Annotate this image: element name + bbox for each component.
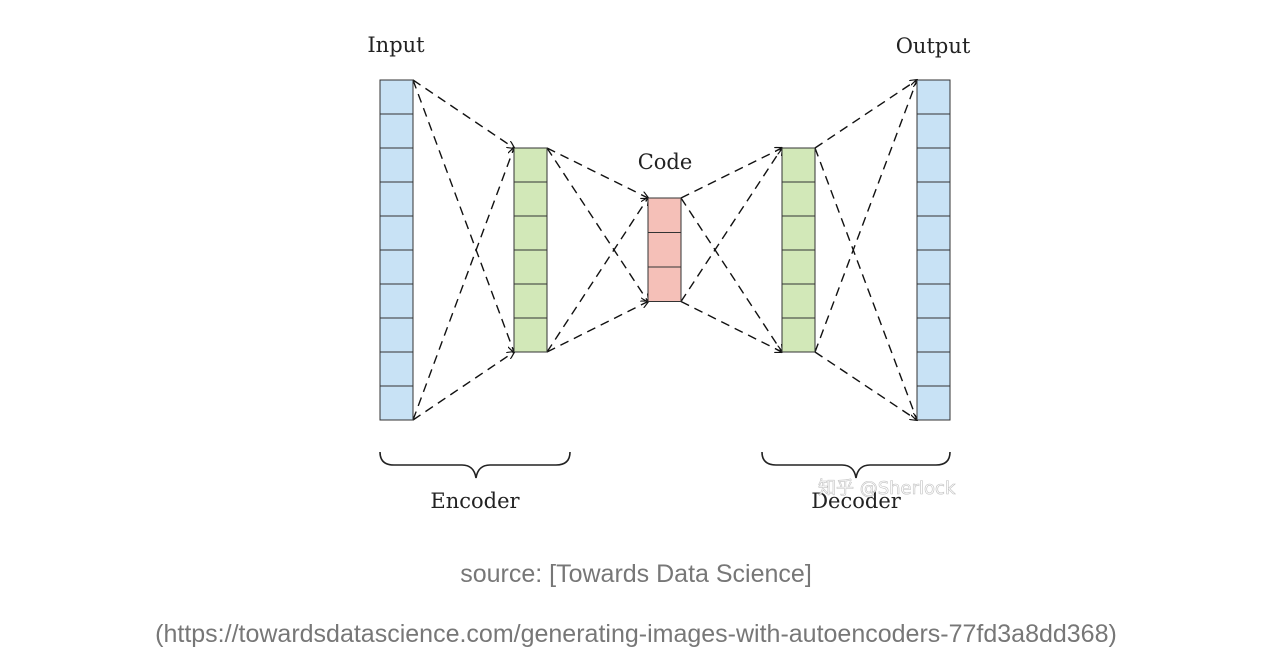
encoder-hidden-cell: [513, 215, 548, 251]
caption-url: (https://towardsdatascience.com/generati…: [155, 620, 1117, 648]
decoder-hidden-cell: [781, 215, 816, 251]
output-cell: [916, 147, 951, 183]
caption-source: source: [Towards Data Science]: [460, 560, 812, 588]
connection-input-to-encoder-hidden: [412, 79, 514, 352]
connection-decoder-hidden-to-output: [814, 80, 917, 149]
code-cell: [647, 266, 682, 302]
encoder-brace: [379, 451, 571, 479]
output-cell: [916, 249, 951, 285]
connection-code-to-decoder-hidden: [680, 148, 782, 302]
output-cell: [916, 79, 951, 115]
encoder-hidden-cell: [513, 249, 548, 285]
output-layer: [916, 79, 951, 421]
output-cell: [916, 385, 951, 421]
code-cell: [647, 232, 682, 268]
output-cell: [916, 351, 951, 387]
input-label: Input: [367, 33, 425, 57]
connection-input-to-encoder-hidden: [412, 79, 514, 148]
decoder-hidden-cell: [781, 317, 816, 353]
watermark: 知乎 @Sherlock: [818, 478, 956, 499]
connection-code-to-decoder-hidden: [680, 300, 782, 353]
decoder-hidden-cell: [781, 147, 816, 183]
input-cell: [379, 351, 414, 387]
connection-encoder-hidden-to-code: [546, 198, 648, 353]
encoder-hidden-cell: [513, 317, 548, 353]
connection-decoder-hidden-to-output: [814, 351, 917, 420]
input-cell: [379, 385, 414, 421]
code-label: Code: [638, 150, 693, 174]
output-cell: [916, 181, 951, 217]
connection-decoder-hidden-to-output: [814, 80, 917, 353]
decoder-hidden-layer: [781, 147, 816, 353]
output-cell: [916, 317, 951, 353]
encoder-hidden-cell: [513, 181, 548, 217]
encoder-hidden-layer: [513, 147, 548, 353]
input-layer: [379, 79, 414, 421]
decoder-brace: [761, 451, 951, 479]
output-cell: [916, 113, 951, 149]
connections: [412, 79, 917, 421]
encoder-hidden-cell: [513, 283, 548, 319]
connection-code-to-decoder-hidden: [680, 148, 782, 199]
autoencoder-diagram: Input Output Code Encoder Decoder 知乎 @Sh…: [367, 33, 971, 513]
output-label: Output: [896, 34, 971, 58]
input-cell: [379, 317, 414, 353]
output-cell: [916, 215, 951, 251]
input-cell: [379, 249, 414, 285]
connection-input-to-encoder-hidden: [412, 352, 514, 421]
connection-encoder-hidden-to-code: [546, 147, 648, 302]
decoder-hidden-cell: [781, 181, 816, 217]
code-layer: [647, 197, 682, 302]
decoder-hidden-cell: [781, 249, 816, 285]
connection-decoder-hidden-to-output: [814, 147, 917, 420]
output-cell: [916, 283, 951, 319]
input-cell: [379, 215, 414, 251]
input-cell: [379, 147, 414, 183]
input-cell: [379, 181, 414, 217]
connection-encoder-hidden-to-code: [546, 147, 648, 198]
input-cell: [379, 283, 414, 319]
encoder-label: Encoder: [430, 489, 520, 513]
connection-code-to-decoder-hidden: [680, 197, 782, 352]
code-cell: [647, 197, 682, 233]
input-cell: [379, 113, 414, 149]
decoder-label: Decoder: [811, 489, 902, 513]
connection-encoder-hidden-to-code: [546, 302, 648, 353]
decoder-hidden-cell: [781, 283, 816, 319]
connection-input-to-encoder-hidden: [412, 148, 514, 421]
encoder-hidden-cell: [513, 147, 548, 183]
input-cell: [379, 79, 414, 115]
